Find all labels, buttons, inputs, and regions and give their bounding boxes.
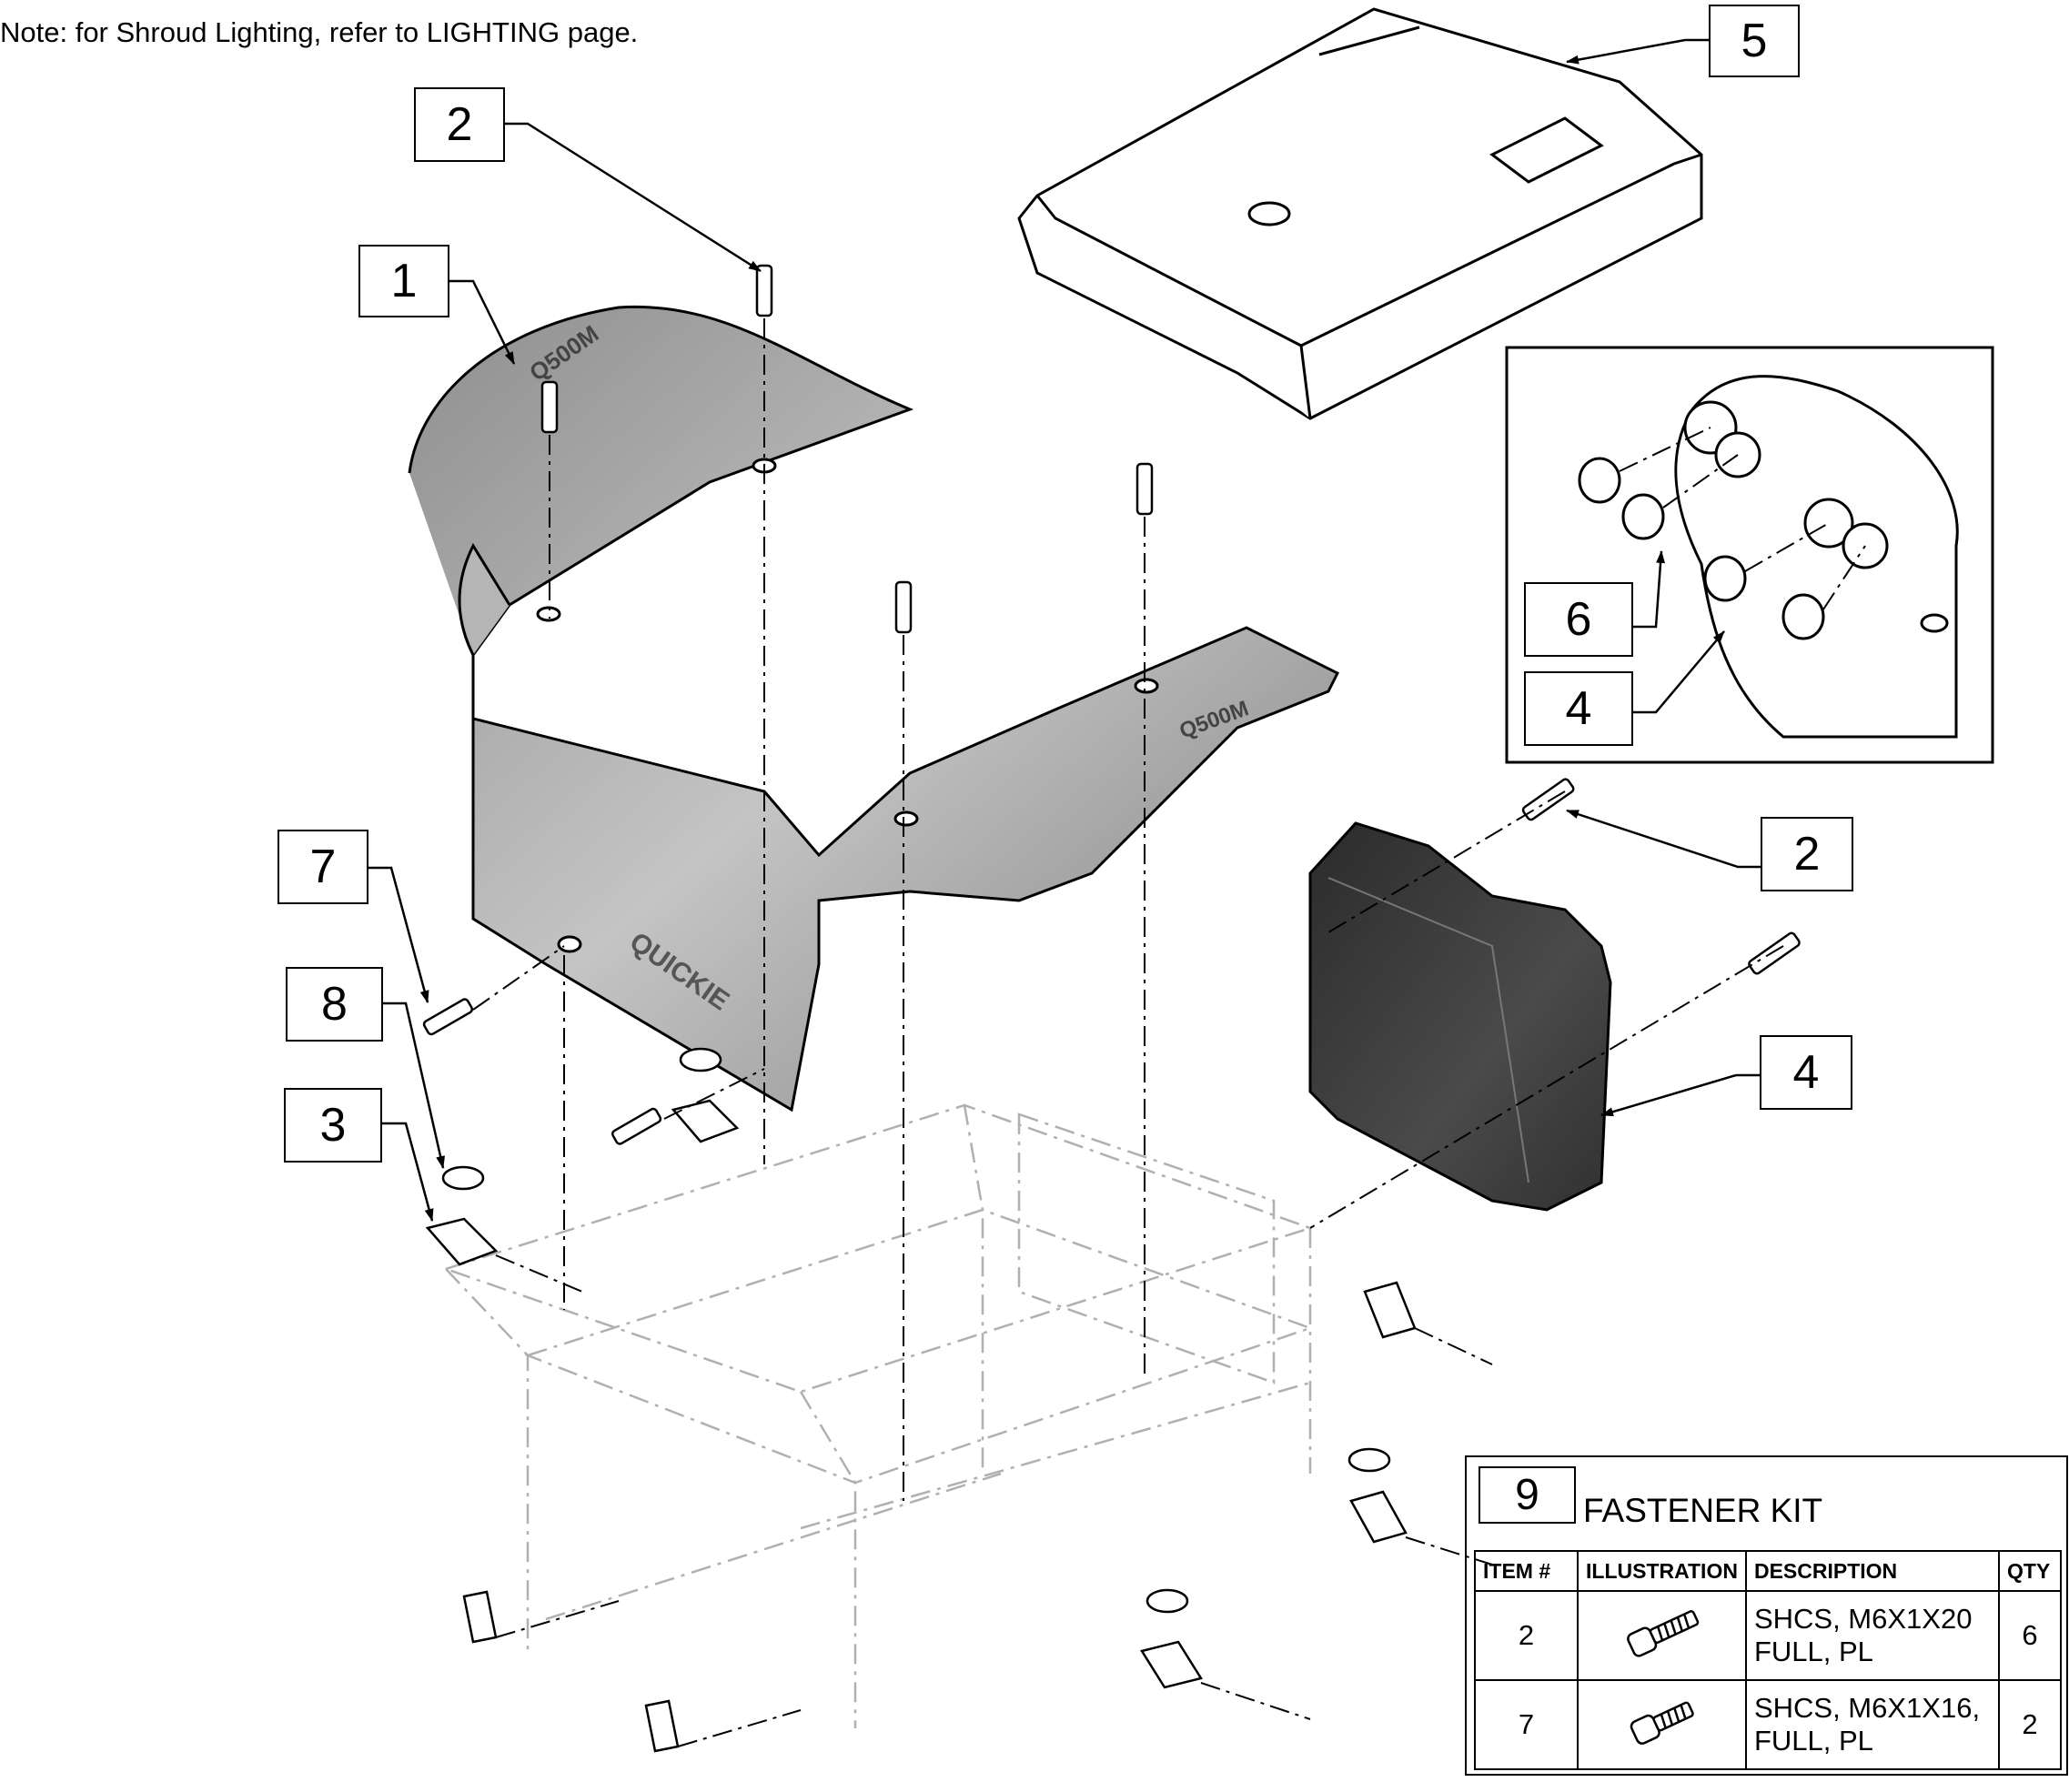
detail-inset (1505, 346, 1994, 764)
table-row: 7 SHCS, M6X1X16, FULL, PL 2 (1474, 1679, 2062, 1770)
fastener-screws (422, 264, 1801, 1145)
col-description: DESCRIPTION (1744, 1550, 2001, 1592)
desc-line-2: FULL, PL (1753, 1636, 1873, 1667)
col-illustration: ILLUSTRATION (1577, 1550, 1747, 1592)
row-qty: 2 (1998, 1679, 2062, 1770)
row-item-number: 7 (1474, 1679, 1579, 1770)
callout-5: 5 (1709, 5, 1800, 77)
callout-1: 1 (358, 245, 449, 317)
col-item-number: ITEM # (1474, 1550, 1579, 1592)
callout-2-top: 2 (414, 87, 505, 162)
side-shroud-part (408, 305, 1340, 1112)
row-item-number: 2 (1474, 1590, 1579, 1681)
chair-frame-phantom (442, 1103, 1314, 1728)
kit-title: FASTENER KIT (1583, 1492, 1823, 1529)
fastener-kit-header: 9 FASTENER KIT (1467, 1457, 2066, 1550)
table-row: 2 SHCS, M6X1X20 FULL, PL 6 (1474, 1590, 2062, 1681)
kit-parts-grid: ITEM # ILLUSTRATION DESCRIPTION QTY 2 (1474, 1550, 2062, 1770)
screw-m6x20-icon (1577, 1590, 1747, 1681)
shroud-lighting-note: Note: for Shroud Lighting, refer to LIGH… (0, 16, 639, 48)
row-description: SHCS, M6X1X16, FULL, PL (1744, 1679, 2001, 1770)
assembly-center-lines (472, 318, 1866, 1747)
top-cover-part (1017, 7, 1703, 420)
kit-item-number: 9 (1479, 1466, 1576, 1524)
desc-line-1: SHCS, M6X1X16, (1753, 1692, 1981, 1724)
screw-m6x16-icon (1577, 1679, 1747, 1770)
row-description: SHCS, M6X1X20 FULL, PL (1744, 1590, 2001, 1681)
callout-8: 8 (286, 967, 383, 1042)
col-qty: QTY (1998, 1550, 2062, 1592)
desc-line-2: FULL, PL (1753, 1725, 1873, 1757)
leader-lines (368, 38, 1761, 1222)
callout-2-right: 2 (1761, 817, 1853, 891)
fastener-kit-table: 9 FASTENER KIT ITEM # ILLUSTRATION DESCR… (1465, 1455, 2068, 1776)
callout-7: 7 (278, 830, 368, 904)
rear-cover-part (1308, 821, 1612, 1212)
callout-4-inset: 4 (1524, 671, 1633, 746)
callout-4-right: 4 (1760, 1035, 1852, 1110)
row-qty: 6 (1998, 1590, 2062, 1681)
callout-3: 3 (284, 1088, 382, 1163)
desc-line-1: SHCS, M6X1X20 (1753, 1603, 1973, 1635)
kit-header-row: ITEM # ILLUSTRATION DESCRIPTION QTY (1474, 1550, 2062, 1592)
callout-6: 6 (1524, 582, 1633, 657)
u-clip-nuts (425, 1047, 1417, 1753)
